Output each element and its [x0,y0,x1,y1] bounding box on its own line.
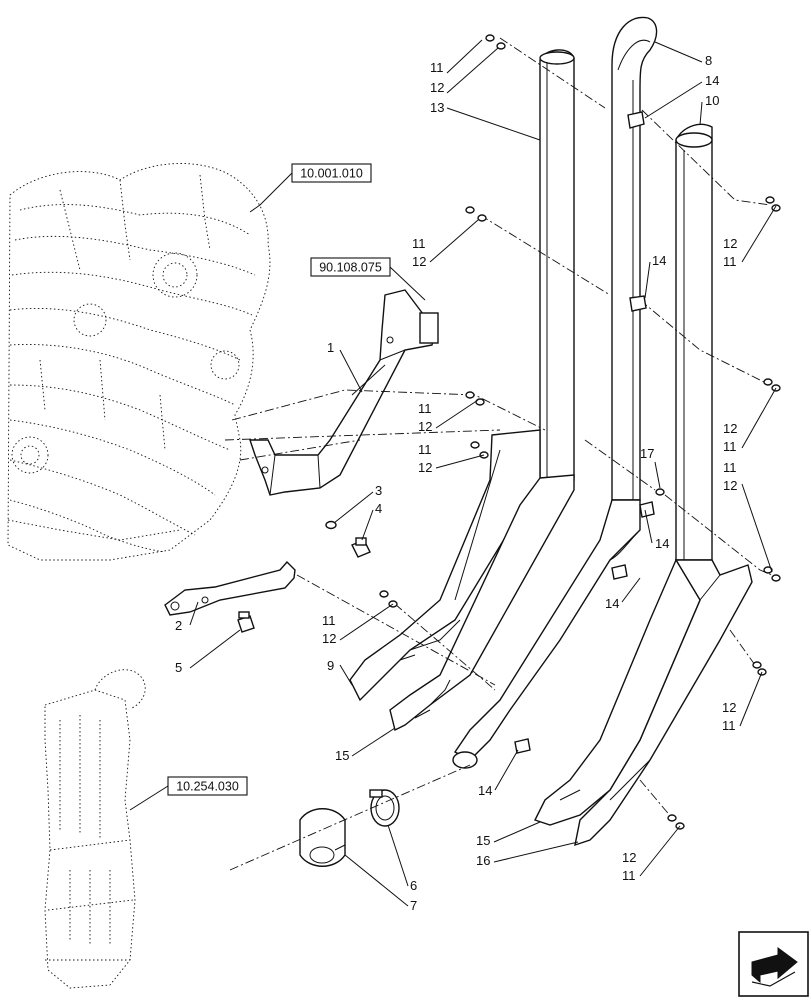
clamp-6 [369,789,400,827]
callout-12: 12 [430,80,444,95]
callout-12: 12 [722,700,736,715]
callout-9: 9 [327,658,334,673]
callout-11: 11 [723,460,737,475]
callout-12: 12 [723,478,737,493]
callout-5: 5 [175,660,182,675]
callout-6: 6 [410,878,417,893]
reference-engine[interactable]: 10.001.010 [249,163,372,213]
callout-12: 12 [723,236,737,251]
next-page-arrow-icon[interactable] [738,931,809,997]
reference-dpf-label: 10.254.030 [176,780,239,794]
reference-bracket-label: 90.108.075 [319,261,382,275]
heat-shield-15-upper [389,474,575,732]
bolt-5 [237,611,255,633]
heat-shield-15-lower [534,558,701,826]
callout-8: 8 [705,53,712,68]
callout-14: 14 [652,253,666,268]
callout-17: 17 [640,446,654,461]
washer-3 [325,520,337,530]
callout-12: 12 [418,460,432,475]
callout-12: 12 [723,421,737,436]
callout-12: 12 [622,850,636,865]
bracket-part-2 [164,560,296,616]
callout-2: 2 [175,618,182,633]
reference-engine-label: 10.001.010 [300,167,363,181]
callout-11: 11 [322,613,336,628]
elbow-pipe [452,499,641,769]
callout-12: 12 [418,419,432,434]
callout-11: 11 [722,718,736,733]
callout-14: 14 [478,783,492,798]
callout-4: 4 [375,501,382,516]
reference-dpf[interactable]: 10.254.030 [129,776,248,811]
callout-7: 7 [410,898,417,913]
callout-3: 3 [375,483,382,498]
callout-14: 14 [605,596,619,611]
callout-11: 11 [430,60,444,75]
callout-10: 10 [705,93,719,108]
callout-11: 11 [418,401,432,416]
callout-14: 14 [705,73,719,88]
pipe-10 [675,123,713,570]
callout-14: 14 [655,536,669,551]
callout-12: 12 [322,631,336,646]
engine-block-illustration [7,163,271,561]
callout-15: 15 [476,833,490,848]
callout-11: 11 [622,868,636,883]
callout-12: 12 [412,254,426,269]
bracket-part-1 [249,289,439,496]
callout-16: 16 [476,853,490,868]
reference-bracket[interactable]: 90.108.075 [310,257,426,301]
callout-1: 1 [327,340,334,355]
callout-11: 11 [412,236,426,251]
callout-11: 11 [723,254,737,269]
callouts: 11 12 13 8 14 10 11 12 14 12 11 1 11 12 … [175,39,777,913]
sleeve-7 [299,808,346,867]
callout-11: 11 [418,442,432,457]
callout-15: 15 [335,748,349,763]
alignment-lines [224,37,773,871]
callout-13: 13 [430,100,444,115]
tailpipe-8 [611,16,658,501]
fasteners [379,34,781,830]
tailpipe-13 [539,49,575,481]
callout-11: 11 [723,439,737,454]
bolt-4 [351,537,371,558]
dpf-unit-illustration [44,669,146,989]
